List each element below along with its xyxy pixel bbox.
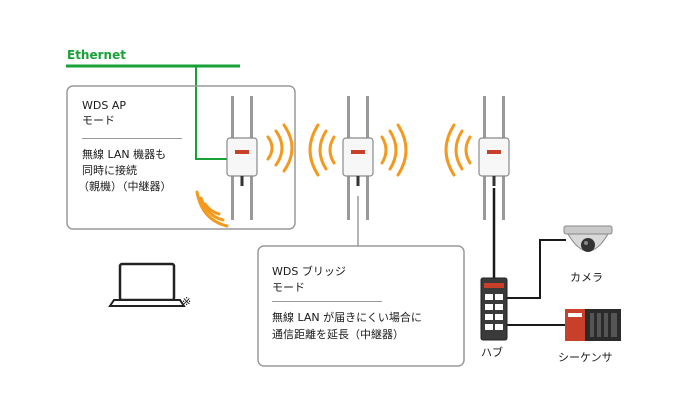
wds-ap-title-line1: WDS AP [82,99,126,112]
wds-ap-desc-line2: 同時に接続 [82,164,137,177]
access-point-1-icon [226,96,258,220]
camera-icon [563,225,613,252]
laptop-note: ※ [182,295,192,308]
wds-bridge-desc-line1: 無線 LAN が届きにくい場合に [272,311,422,324]
wds-ap-desc-line1: 無線 LAN 機器も [82,148,167,161]
wds-ap-title-line2: モード [82,114,115,127]
wifi-waves-icon [195,123,472,228]
wds-ap-desc-line3: （親機）（中継器） [78,180,172,193]
ethernet-drop-line [195,66,228,160]
sequencer-label: シーケンサ [558,351,613,364]
ethernet-label: Ethernet [67,48,126,62]
wds-bridge-divider [272,301,382,302]
wds-bridge-desc-line2: 通信距離を延長（中継器） [272,328,404,341]
camera-label: カメラ [570,271,603,284]
wds-ap-box [66,85,296,230]
sequencer-icon [565,309,621,341]
laptop-icon [108,262,186,307]
hub-icon [480,277,508,341]
wds-bridge-box [257,245,465,367]
wds-bridge-title-line1: WDS ブリッジ [272,265,346,278]
access-point-3-icon [478,96,510,220]
wds-bridge-title-line2: モード [272,281,305,294]
wds-ap-divider [82,138,182,139]
hub-label: ハブ [481,346,503,359]
hub-to-camera-cable [507,239,566,299]
access-point-2-icon [342,96,374,220]
